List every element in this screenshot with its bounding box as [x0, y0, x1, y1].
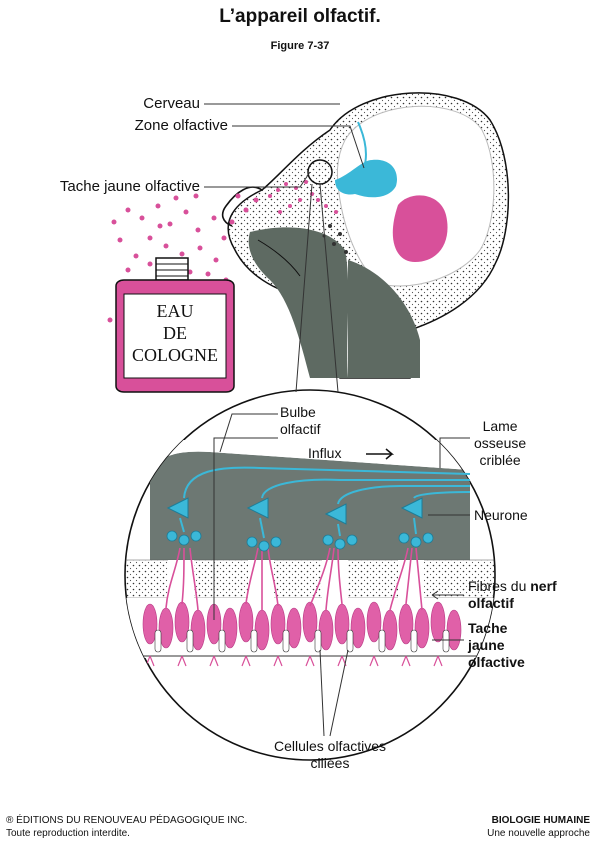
magnified-view: [124, 389, 496, 761]
label-zone-olfactive: Zone olfactive: [134, 117, 228, 134]
bulbe-olfactif-shape: [150, 451, 470, 560]
neck: [248, 227, 349, 378]
label-neurone: Neurone: [474, 507, 528, 523]
label-cellules-olfactives-ciliees: Cellules olfactives ciliées: [273, 738, 387, 771]
bottle-line-3: COLOGNE: [132, 345, 218, 365]
perfume-bottle: [115, 257, 235, 393]
cellules-olfactives-layer: [142, 601, 462, 651]
footer-book: BIOLOGIE HUMAINE Une nouvelle approche: [487, 815, 590, 839]
figure-number: Figure 7-37: [270, 40, 330, 52]
bottle-cap: [155, 257, 189, 281]
label-tache-jaune-olfactive: Tache jaune olfactive: [59, 178, 200, 195]
head-illustration: [221, 92, 510, 379]
scent-particles: [107, 193, 259, 323]
bottle-line-1: EAU: [156, 301, 194, 321]
label-fibres-nerf-olfactif: Fibres du nerf olfactif: [468, 578, 557, 611]
brain-pink-region: [392, 195, 448, 262]
zone-olfactive-shape: [335, 159, 397, 198]
neurons: [166, 497, 423, 525]
label-cerveau: Cerveau: [143, 95, 200, 112]
label-bulbe-olfactif: Bulbe olfactif: [280, 404, 321, 437]
bottle-line-2: DE: [163, 323, 187, 343]
label-lame-osseuse-criblee: Lame osseuse criblée: [474, 418, 527, 468]
footer-publisher: ® ÉDITIONS DU RENOUVEAU PÉDAGOGIQUE INC.…: [6, 815, 248, 839]
bottle-label-text: EAU DE COLOGNE: [124, 300, 226, 366]
label-influx: Influx: [308, 445, 342, 461]
page-title: L’appareil olfactif.: [219, 6, 381, 27]
bottle-label: [123, 293, 227, 379]
label-tache-jaune-olfactive-zoom: Tache jaune olfactive: [468, 620, 525, 670]
influx-arrow: [366, 448, 395, 460]
leader-lines: [204, 103, 470, 737]
